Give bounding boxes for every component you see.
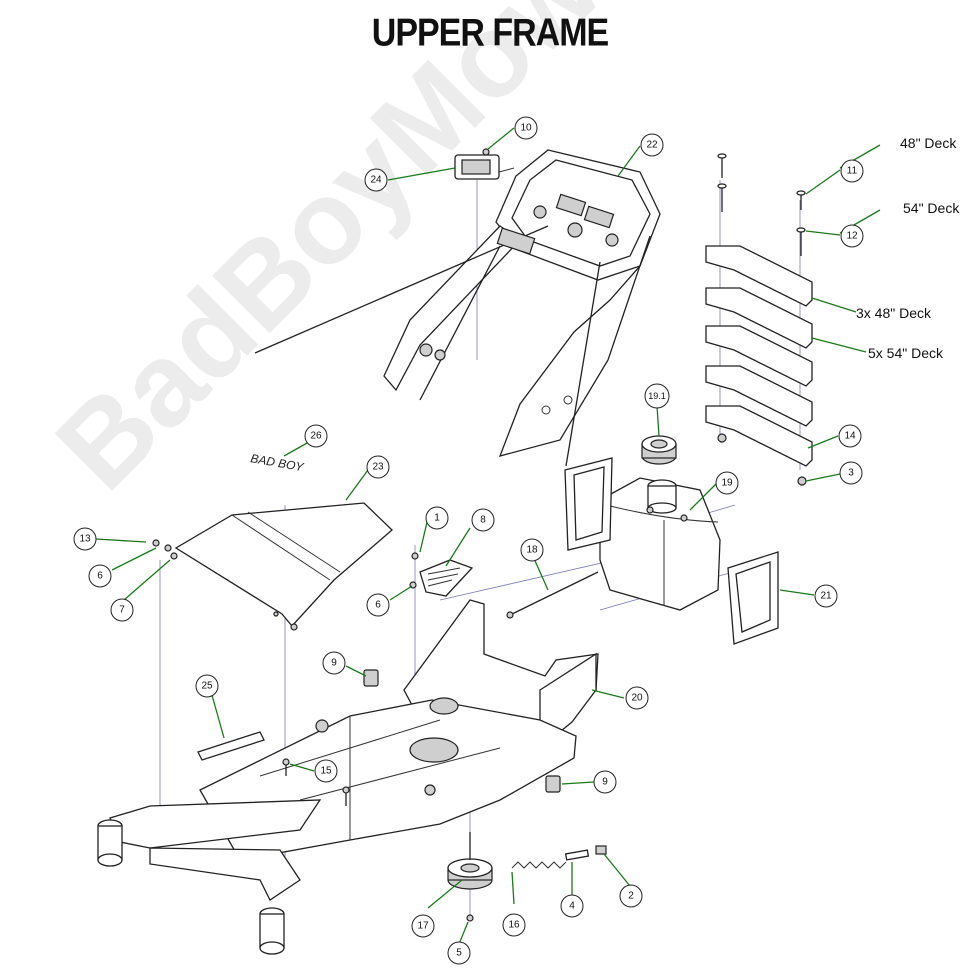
svg-text:BAD BOY: BAD BOY xyxy=(249,451,305,474)
callout-number: 9 xyxy=(602,777,608,788)
callout-19: 19 xyxy=(715,471,739,495)
callout-15: 15 xyxy=(314,759,338,783)
callout-number: 8 xyxy=(480,515,486,526)
callout-number: 19 xyxy=(721,478,733,489)
callout-number: 2 xyxy=(628,891,634,902)
callout-number: 10 xyxy=(520,123,532,134)
callout-number: 1 xyxy=(434,513,440,524)
callout-6b: 6 xyxy=(366,593,390,617)
callout-8: 8 xyxy=(471,508,495,532)
callout-26: 26 xyxy=(304,424,328,448)
rod-part-18 xyxy=(506,571,599,619)
tank-straps-part-21 xyxy=(564,457,779,645)
callout-leaders xyxy=(95,127,881,945)
page-title: UPPER FRAME xyxy=(371,11,609,55)
callout-number: 26 xyxy=(310,431,322,442)
console-tower-part-22 xyxy=(254,149,661,467)
callout-number: 12 xyxy=(846,231,858,242)
callout-23: 23 xyxy=(366,455,390,479)
callout-3: 3 xyxy=(839,461,863,485)
callout-4: 4 xyxy=(560,894,584,918)
callout-14: 14 xyxy=(838,424,862,448)
callout-number: 25 xyxy=(201,681,213,692)
callout-number: 16 xyxy=(508,920,520,931)
callout-number: 24 xyxy=(370,175,382,186)
callout-21: 21 xyxy=(814,584,838,608)
callout-number: 22 xyxy=(646,140,658,151)
callout-1: 1 xyxy=(425,506,449,530)
annotation-48-deck: 48" Deck xyxy=(900,135,957,151)
annotation-3x-48-deck: 3x 48" Deck xyxy=(856,305,932,321)
callout-number: 20 xyxy=(631,693,643,704)
callout-number: 4 xyxy=(569,901,575,912)
callout-number: 7 xyxy=(119,605,125,616)
callout-number: 17 xyxy=(417,921,429,932)
fuel-cap-part-19-1 xyxy=(641,435,677,465)
callout-24: 24 xyxy=(364,168,388,192)
callout-18: 18 xyxy=(520,538,544,562)
bolts-part-11-12 xyxy=(717,153,806,256)
callout-11: 11 xyxy=(840,159,864,183)
callout-6: 6 xyxy=(88,564,112,588)
cover-plate-part-8 xyxy=(409,552,474,597)
callout-number: 5 xyxy=(456,948,462,959)
callout-5: 5 xyxy=(447,941,471,965)
idler-assembly-parts-2-4-5-16-17 xyxy=(447,832,607,922)
decal-part-26: BAD BOY xyxy=(249,451,305,474)
callout-19-1: 19.1 xyxy=(644,383,670,409)
callout-10: 10 xyxy=(514,116,538,140)
callout-7: 7 xyxy=(110,598,134,622)
callout-number: 19.1 xyxy=(648,391,666,401)
callout-12: 12 xyxy=(840,224,864,248)
strip-part-25 xyxy=(197,731,265,761)
callout-number: 11 xyxy=(847,166,858,177)
callout-22: 22 xyxy=(640,133,664,157)
bumpers-part-9 xyxy=(363,669,561,793)
weight-plates-part-14 xyxy=(705,245,813,486)
callout-number: 3 xyxy=(848,468,854,479)
callout-number: 18 xyxy=(526,545,538,556)
switch-part-24 xyxy=(454,148,515,180)
annotation-54-deck: 54" Deck xyxy=(903,200,960,216)
callout-number: 14 xyxy=(844,431,856,442)
callout-17: 17 xyxy=(411,914,435,938)
annotation-5x-54-deck: 5x 54" Deck xyxy=(868,345,944,361)
callout-number: 15 xyxy=(320,766,332,777)
callout-number: 21 xyxy=(820,591,832,602)
callout-13: 13 xyxy=(73,527,97,551)
bolts-part-15 xyxy=(282,758,350,806)
callout-number: 23 xyxy=(372,462,384,473)
floor-pan-part-23 xyxy=(152,502,393,631)
callout-16: 16 xyxy=(502,913,526,937)
callout-number: 6 xyxy=(97,571,103,582)
main-frame-part-20 xyxy=(97,599,599,955)
callout-number: 9 xyxy=(331,658,337,669)
callout-25: 25 xyxy=(195,674,219,698)
callout-9b: 9 xyxy=(593,770,617,794)
callout-number: 6 xyxy=(375,600,381,611)
callout-9: 9 xyxy=(322,651,346,675)
callout-20: 20 xyxy=(625,686,649,710)
callout-2: 2 xyxy=(619,884,643,908)
fuel-tank-part-19 xyxy=(599,477,721,611)
callout-number: 13 xyxy=(79,534,91,545)
